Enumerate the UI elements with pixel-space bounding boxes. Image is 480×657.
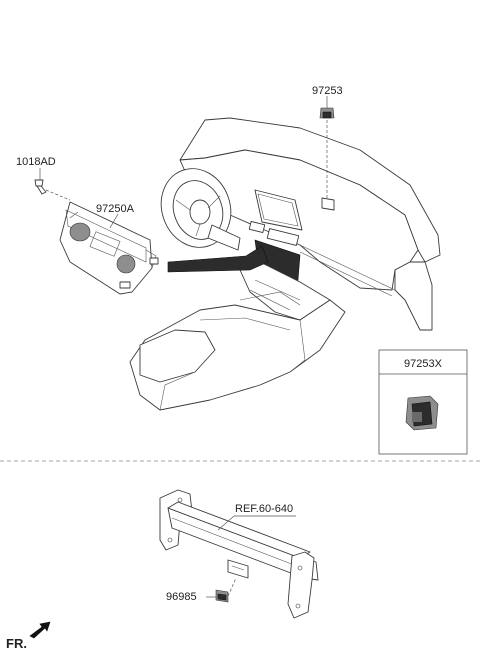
cowl-cross-bar <box>159 489 319 619</box>
label-96985: 96985 <box>166 591 197 603</box>
front-arrow-icon <box>29 621 51 639</box>
label-1018ad: 1018AD <box>16 156 56 168</box>
install-arrow <box>167 245 269 273</box>
label-97253x: 97253X <box>404 358 443 370</box>
label-front: FR. <box>6 636 27 651</box>
sensor-97253 <box>319 107 335 119</box>
control-unit-97250a <box>59 201 159 295</box>
bracket-96985 <box>215 589 229 603</box>
label-ref-60-640: REF.60-640 <box>235 503 293 515</box>
sensor-box <box>378 349 468 455</box>
label-97253: 97253 <box>312 85 343 97</box>
label-97250a: 97250A <box>96 203 135 215</box>
screw-1018ad <box>34 179 47 195</box>
dashboard-assembly <box>129 117 441 411</box>
